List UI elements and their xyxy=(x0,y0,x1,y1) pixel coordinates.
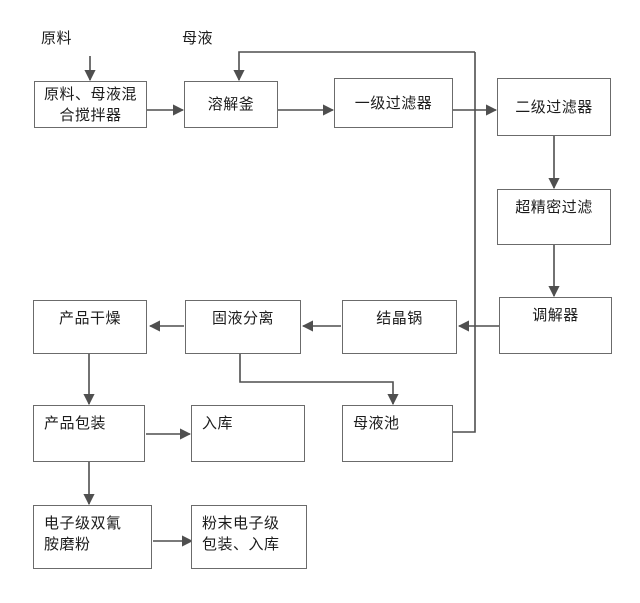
node-crystallizer-label: 结晶锅 xyxy=(376,309,423,327)
node-electronic-grade-grinding-label: 电子级双氰 胺磨粉 xyxy=(44,514,122,553)
node-primary-filter[interactable]: 一级过滤器 xyxy=(334,78,453,128)
node-secondary-filter[interactable]: 二级过滤器 xyxy=(497,78,611,136)
node-secondary-filter-label: 二级过滤器 xyxy=(515,97,593,116)
node-crystallizer[interactable]: 结晶锅 xyxy=(342,300,457,354)
node-mixer-label: 原料、母液混 合搅拌器 xyxy=(43,84,137,124)
node-powder-packaging-warehousing[interactable]: 粉末电子级 包装、入库 xyxy=(191,505,307,569)
node-warehousing-label: 入库 xyxy=(202,414,234,432)
node-solid-liquid-separation[interactable]: 固液分离 xyxy=(185,300,301,354)
node-mixer[interactable]: 原料、母液混 合搅拌器 xyxy=(34,81,147,128)
node-conditioner-label: 调解器 xyxy=(532,306,579,324)
edge-mother-liquor-to-dissolving-kettle xyxy=(233,51,475,82)
edge-mother-liquor-tank-recycle-rail xyxy=(452,52,476,433)
node-ultra-precision-filter-label: 超精密过滤 xyxy=(515,198,593,216)
node-solid-liquid-separation-label: 固液分离 xyxy=(211,309,274,327)
node-product-packaging-label: 产品包装 xyxy=(44,414,107,432)
node-mother-liquor-tank[interactable]: 母液池 xyxy=(342,405,453,462)
edge-separation-to-mother-liquor-tank xyxy=(239,354,399,406)
node-dissolving-kettle[interactable]: 溶解釜 xyxy=(184,81,278,128)
node-ultra-precision-filter[interactable]: 超精密过滤 xyxy=(497,189,611,245)
node-mother-liquor-tank-label: 母液池 xyxy=(353,414,400,432)
node-product-packaging[interactable]: 产品包装 xyxy=(33,405,145,462)
node-powder-packaging-warehousing-label: 粉末电子级 包装、入库 xyxy=(202,514,280,553)
mother-liquor-label: 母液 xyxy=(182,29,214,47)
node-product-drying-label: 产品干燥 xyxy=(58,309,121,327)
node-electronic-grade-grinding[interactable]: 电子级双氰 胺磨粉 xyxy=(33,505,152,569)
node-primary-filter-label: 一级过滤器 xyxy=(354,93,433,112)
node-dissolving-kettle-label: 溶解釜 xyxy=(207,95,255,113)
raw-material-label: 原料 xyxy=(41,29,73,47)
node-conditioner[interactable]: 调解器 xyxy=(499,297,612,354)
node-product-drying[interactable]: 产品干燥 xyxy=(33,300,147,354)
node-warehousing[interactable]: 入库 xyxy=(191,405,305,462)
